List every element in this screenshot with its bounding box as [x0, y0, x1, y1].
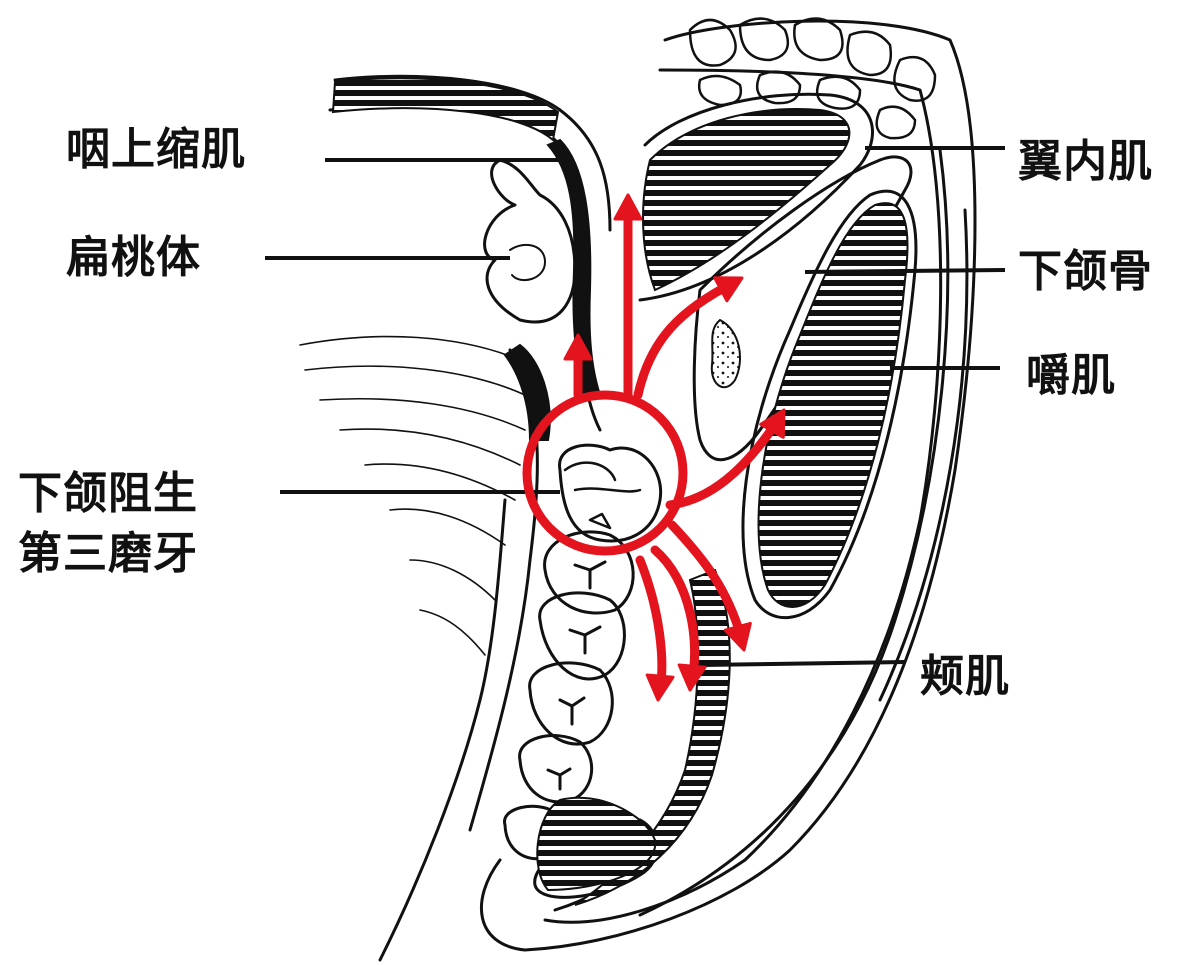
label-masseter: 嚼肌 [1026, 350, 1116, 402]
label-impacted-third-molar-line1: 下颌阻生 [18, 468, 198, 520]
arrow-up-center [615, 195, 641, 395]
masseter-muscle-fill [758, 203, 907, 607]
tonsil-outline [485, 160, 575, 322]
mandible-texture [712, 320, 740, 387]
impacted-molar-fissure [565, 463, 640, 528]
tonsil-crypt [510, 245, 545, 280]
arrow-up-center-head [615, 195, 641, 219]
tongue-texture [300, 337, 525, 655]
label-superior-constrictor: 咽上缩肌 [66, 124, 246, 176]
label-impacted-third-molar-line2: 第三磨牙 [18, 528, 198, 580]
label-tonsil: 扁桃体 [66, 232, 201, 284]
label-mandible: 下颌骨 [1018, 246, 1153, 298]
arrow-down-buccal-2-shaft [640, 560, 662, 690]
soft-palate-fill [333, 78, 558, 140]
infection-focus-circle [527, 395, 683, 551]
label-medial-pterygoid: 翼内肌 [1018, 136, 1153, 188]
arrow-down-buccal-2-head [647, 675, 673, 700]
arrow-down-buccal-2 [640, 560, 673, 700]
leader-mandible [805, 270, 1005, 272]
label-buccinator: 颊肌 [920, 651, 1010, 703]
lingual-edge [380, 500, 505, 960]
